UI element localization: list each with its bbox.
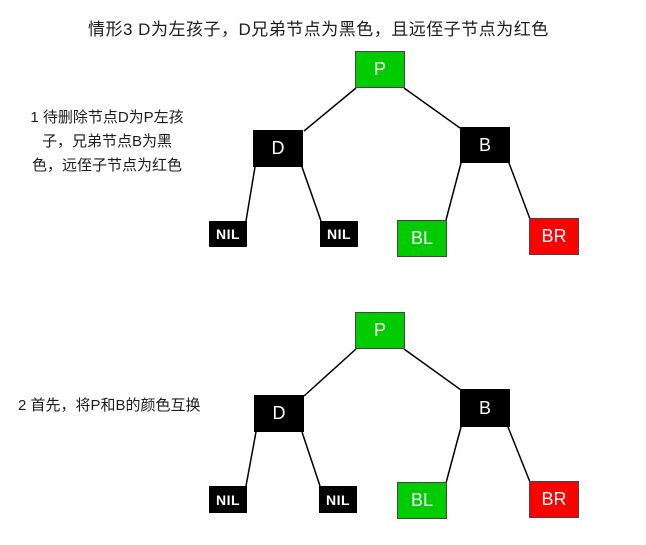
tree1-node-bl: BL bbox=[397, 220, 447, 257]
tree1-node-nil-right: NIL bbox=[320, 221, 358, 247]
step1-caption-line1: 1 待删除节点D为P左孩 bbox=[30, 109, 184, 126]
tree2-node-nil-right: NIL bbox=[319, 486, 357, 513]
tree2-node-nil-left: NIL bbox=[209, 486, 247, 513]
tree1-node-p: P bbox=[355, 51, 405, 88]
step1-caption-line3: 色，远侄子节点为红色 bbox=[31, 157, 182, 174]
tree1-node-b: B bbox=[460, 127, 510, 163]
tree2-node-br: BR bbox=[529, 481, 579, 518]
tree1-node-d: D bbox=[253, 130, 303, 167]
step2-caption-line1: 2 首先，将P和B的颜色互换 bbox=[18, 397, 201, 414]
tree2-node-p: P bbox=[355, 312, 405, 349]
tree2-node-b: B bbox=[460, 389, 510, 427]
tree1-node-br: BR bbox=[529, 218, 579, 255]
page-title: 情形3 D为左孩子，D兄弟节点为黑色，且远侄子节点为红色 bbox=[88, 20, 549, 39]
tree2-node-bl: BL bbox=[397, 482, 447, 519]
tree2-node-d: D bbox=[254, 395, 304, 432]
step1-caption: 1 待删除节点D为P左孩 子，兄弟节点B为黑 色，远侄子节点为红色 bbox=[4, 106, 210, 178]
step1-caption-line2: 子，兄弟节点B为黑 bbox=[41, 133, 172, 150]
tree1-node-nil-left: NIL bbox=[209, 221, 247, 247]
step2-caption: 2 首先，将P和B的颜色互换 bbox=[18, 394, 258, 418]
